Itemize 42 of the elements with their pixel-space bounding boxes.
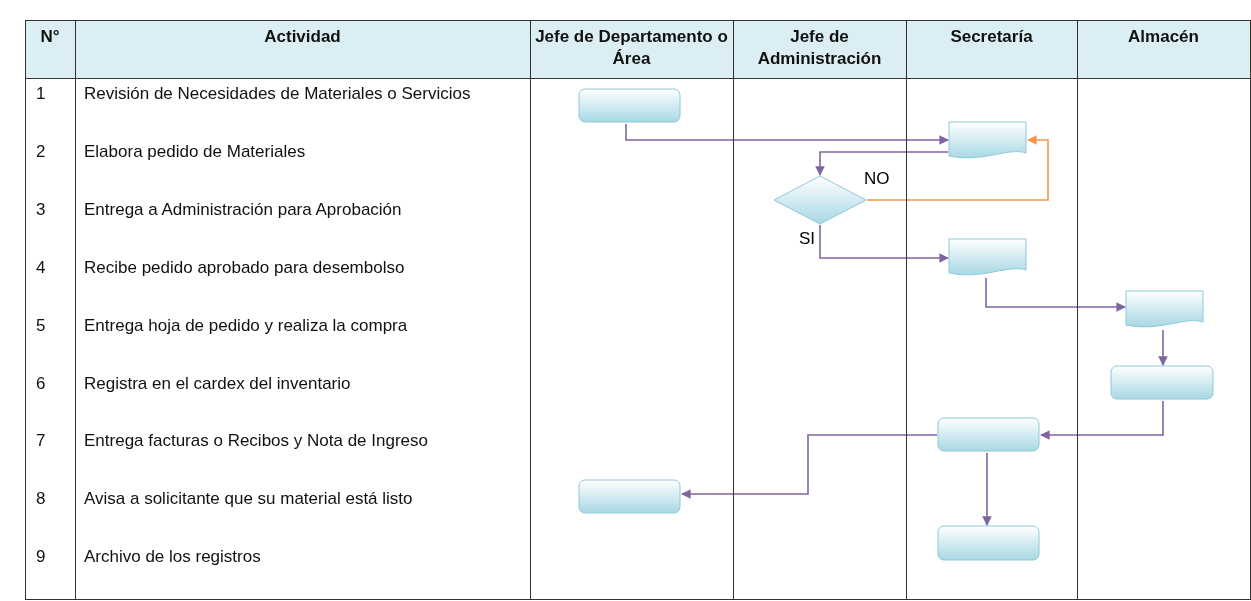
activity-text: Entrega a Administración para Aprobación [84,199,402,220]
row-number: 5 [36,315,46,336]
activity-text: Avisa a solicitante que su material está listo [84,489,413,510]
process-box [578,479,682,515]
process-box [578,88,682,124]
arrow [866,135,1049,201]
document-shape [948,121,1028,161]
column-header: N° [25,20,75,78]
row-number: 4 [36,257,46,278]
row-number: 2 [36,141,46,162]
activity-text: Revisión de Necesidades de Materiales o Servicios [84,84,471,104]
process-box [937,525,1041,562]
activity-text: Registra en el cardex del inventario [84,373,351,394]
arrow [985,277,1126,312]
arrow [982,452,992,526]
process-box [1110,365,1215,401]
document-shape [1125,290,1205,330]
row-number: 1 [36,84,46,104]
row-number: 3 [36,199,46,220]
activity-text: Recibe pedido aprobado para desembolso [84,257,405,278]
row-number: 9 [36,547,46,568]
document-shape [948,238,1028,278]
column-header: Jefe de Administración [733,20,906,78]
column-header: Actividad [75,20,530,78]
row-number: 8 [36,489,46,510]
arrow [815,151,949,176]
arrow [1040,400,1164,440]
arrow [625,123,949,145]
arrow [819,224,949,263]
column-header: Almacén [1077,20,1250,78]
column-header: Secretaría [906,20,1077,78]
process-box [937,417,1041,453]
arrow [1158,329,1168,366]
activity-text: Elabora pedido de Materiales [84,141,306,162]
column-header: Jefe de Departamento o Área [530,20,733,78]
decision-diamond [773,175,867,225]
activity-text: Entrega hoja de pedido y realiza la compra [84,315,408,336]
arrow [681,434,938,499]
activity-text: Entrega facturas o Recibos y Nota de Ingreso [84,431,428,452]
row-number: 7 [36,431,46,452]
row-number: 6 [36,373,46,394]
activity-text: Archivo de los registros [84,547,261,568]
